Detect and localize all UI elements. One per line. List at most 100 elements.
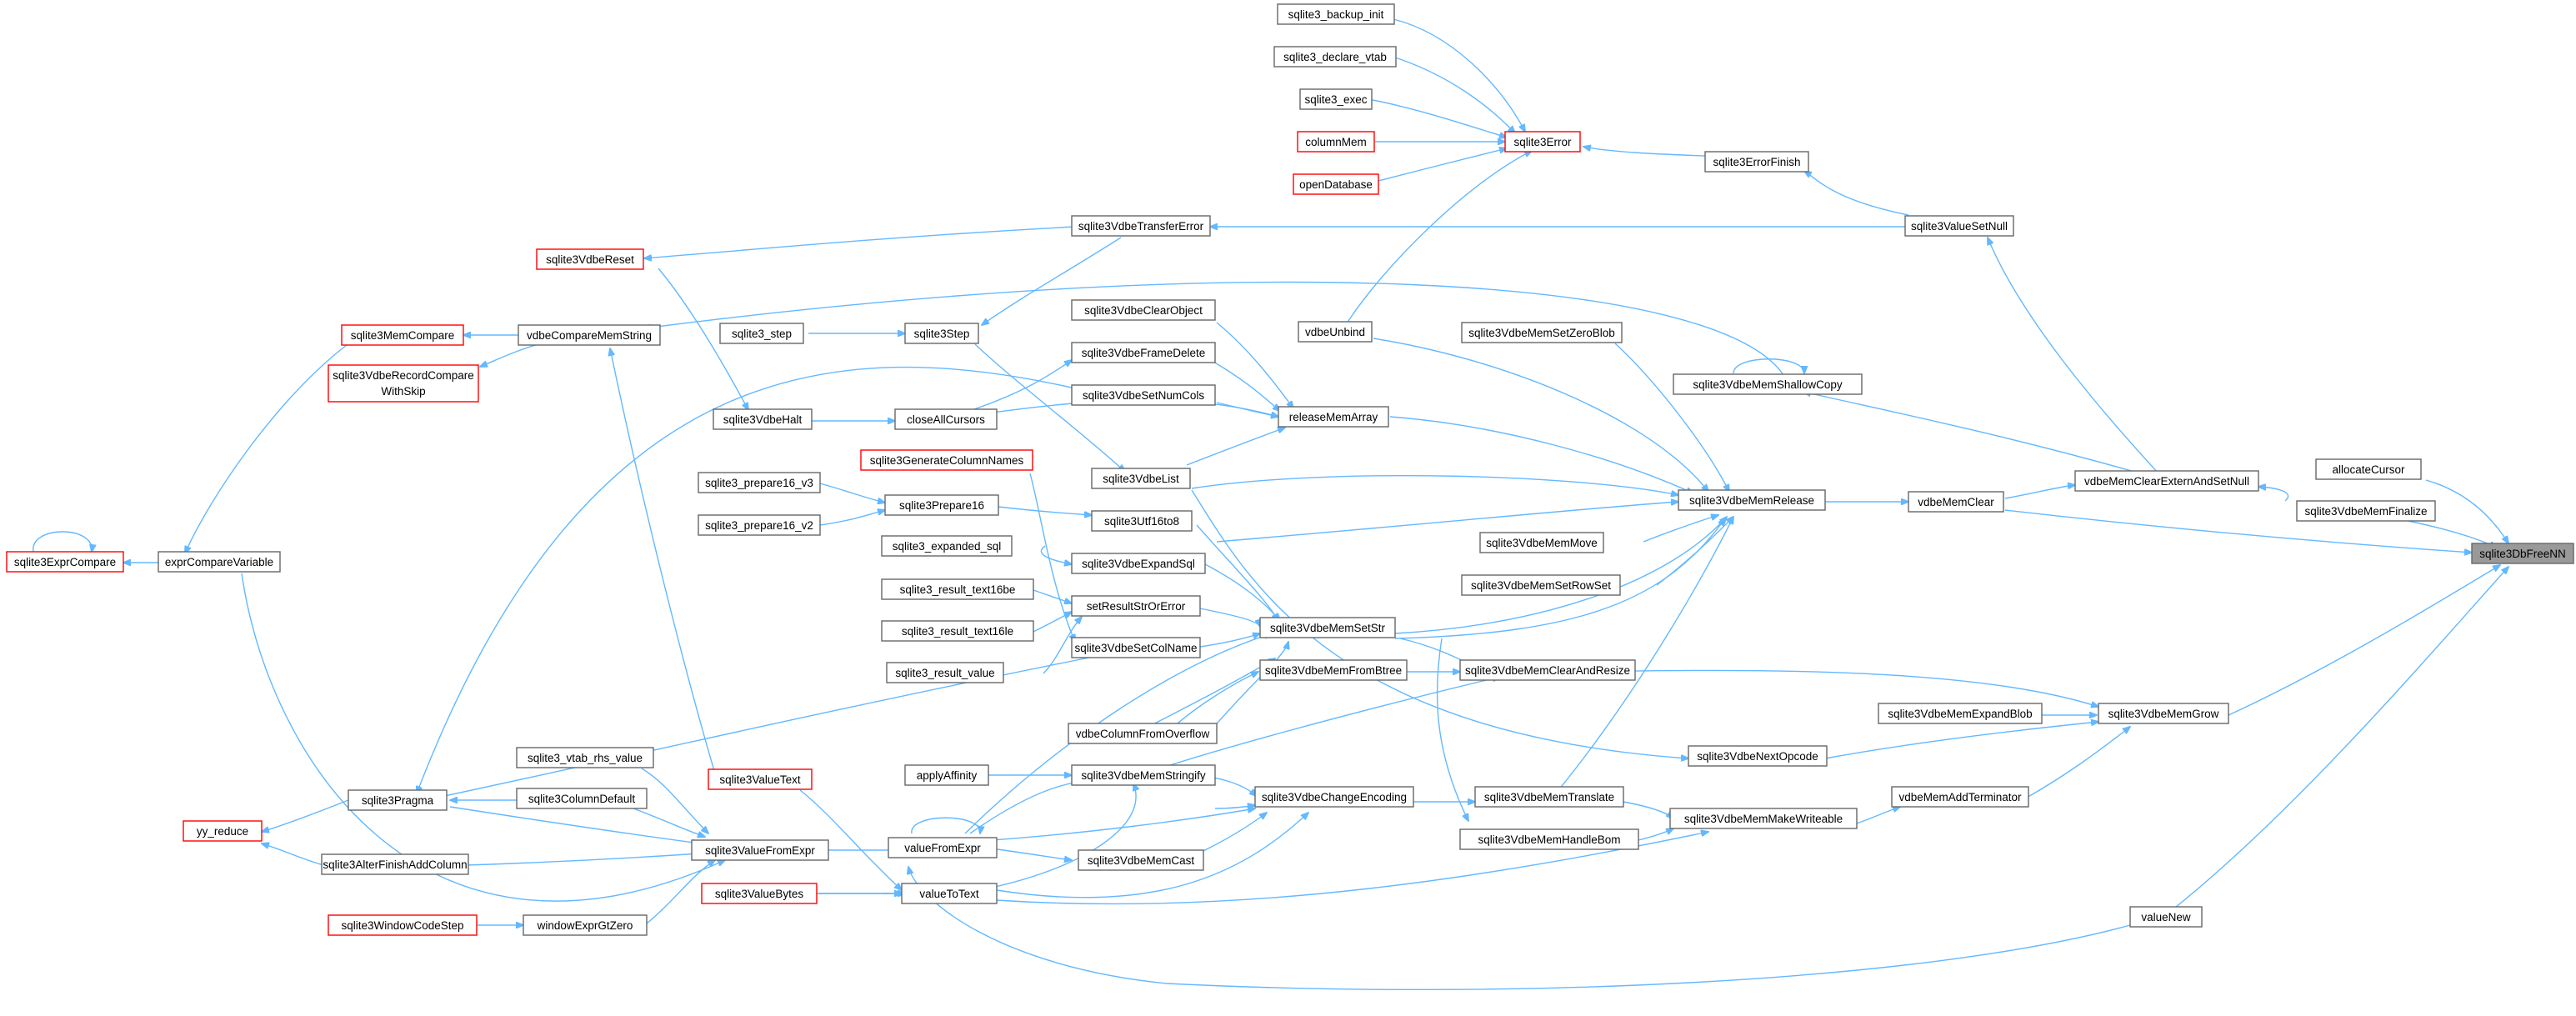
graph-node-label: vdbeColumnFromOverflow [1076,728,1210,740]
graph-node[interactable]: sqlite3ValueBytes [701,883,818,904]
graph-node[interactable]: closeAllCursors [894,408,998,430]
graph-node[interactable]: yy_reduce [183,820,263,842]
graph-node[interactable]: sqlite3VdbeMemGrow [2098,703,2229,724]
graph-node[interactable]: sqlite3_result_value [886,662,1004,683]
graph-node[interactable]: sqlite3VdbeReset [536,248,644,270]
graph-node-label: WithSkip [381,385,425,398]
graph-node[interactable]: sqlite3_backup_init [1277,3,1395,25]
graph-node[interactable]: applyAffinity [904,764,989,786]
graph-node[interactable]: sqlite3VdbeSetColName [1071,637,1201,658]
graph-node[interactable]: sqlite3AlterFinishAddColumn [321,853,469,875]
graph-node[interactable]: valueNew [2129,906,2203,928]
edge [1368,98,1507,138]
graph-node[interactable]: sqlite3VdbeMemTranslate [1474,786,1624,808]
graph-node[interactable]: sqlite3VdbeMemHandleBom [1459,828,1639,850]
graph-node[interactable]: sqlite3VdbeMemSetStr [1259,617,1396,638]
graph-node[interactable]: sqlite3ExprCompare [6,551,124,573]
edge [1033,612,1072,633]
graph-node[interactable]: vdbeMemClear [1908,491,2004,513]
graph-node[interactable]: allocateCursor [2315,458,2422,480]
edge [1213,361,1280,411]
graph-node[interactable]: sqlite3ErrorFinish [1704,151,1809,173]
graph-node[interactable]: sqlite3VdbeNextOpcode [1688,745,1828,767]
graph-node[interactable]: sqlite3ValueText [708,768,813,790]
graph-node-label: windowExprGtZero [537,919,633,932]
graph-node[interactable]: sqlite3_prepare16_v2 [698,514,821,536]
graph-node[interactable]: sqlite3VdbeMemStringify [1071,764,1216,786]
graph-node[interactable]: sqlite3_vtab_rhs_value [516,747,654,768]
graph-node[interactable]: valueToText [901,883,998,904]
graph-node[interactable]: sqlite3VdbeMemExpandBlob [1878,703,2043,724]
graph-node[interactable]: openDatabase [1293,173,1379,195]
graph-node[interactable]: sqlite3ValueSetNull [1904,215,2014,237]
graph-node[interactable]: vdbeMemAddTerminator [1891,786,2029,808]
graph-node[interactable]: sqlite3WindowCodeStep [328,914,478,936]
graph-node[interactable]: sqlite3VdbeMemFinalize [2296,500,2436,522]
graph-node[interactable]: sqlite3_exec [1299,88,1373,110]
graph-node-label: sqlite3VdbeMemShallowCopy [1693,378,1843,391]
graph-node[interactable]: sqlite3VdbeMemFromBtree [1259,659,1408,681]
graph-node[interactable]: sqlite3_result_text16le [881,620,1034,642]
call-nodes: sqlite3DbFreeNN allocateCursor sqlite3Vd… [6,3,2574,936]
graph-node[interactable]: vdbeCompareMemString [518,324,661,346]
graph-node-label: sqlite3VdbeMemSetStr [1270,622,1386,634]
graph-node[interactable]: sqlite3GenerateColumnNames [860,449,1033,471]
graph-node[interactable]: sqlite3_declare_vtab [1273,46,1397,68]
graph-node-label: sqlite3ValueText [719,773,801,786]
graph-node-label: sqlite3_result_value [895,667,994,679]
edge [1638,828,1673,841]
graph-node[interactable]: windowExprGtZero [523,914,648,936]
graph-node[interactable]: sqlite3VdbeMemMove [1479,532,1604,553]
graph-node[interactable]: releaseMemArray [1278,406,1389,428]
graph-node[interactable]: sqlite3Utf16to8 [1091,510,1193,532]
graph-node[interactable]: sqlite3VdbeExpandSql [1071,553,1206,574]
graph-node[interactable]: sqlite3_prepare16_v3 [698,472,821,493]
graph-node[interactable]: valueFromExpr [888,837,998,858]
graph-node-label: sqlite3VdbeMemRelease [1689,494,1814,507]
graph-node[interactable]: sqlite3VdbeList [1091,468,1191,489]
graph-node[interactable]: sqlite3VdbeHalt [713,408,813,430]
graph-node[interactable]: sqlite3VdbeChangeEncoding [1254,786,1414,808]
graph-node[interactable]: sqlite3VdbeMemSetRowSet [1461,574,1621,596]
graph-node-label: sqlite3ValueBytes [715,888,804,900]
graph-node[interactable]: sqlite3VdbeMemRelease [1678,489,1826,511]
graph-node[interactable]: sqlite3VdbeMemShallowCopy [1673,373,1863,395]
edge [2425,479,2508,543]
graph-node[interactable]: sqlite3MemCompare [341,324,464,346]
graph-node[interactable]: sqlite3Prepare16 [884,494,999,516]
graph-node[interactable]: sqlite3ColumnDefault [516,788,648,809]
graph-node[interactable]: vdbeColumnFromOverflow [1068,723,1218,744]
edge [633,808,705,837]
graph-node[interactable]: sqlite3DbFreeNN [2471,543,2574,564]
graph-node[interactable]: sqlite3_expanded_sql [881,535,1013,557]
graph-node-label: sqlite3VdbeMemMakeWriteable [1684,813,1843,825]
graph-node[interactable]: columnMem [1297,131,1375,153]
graph-node-label: sqlite3ValueSetNull [1911,220,2008,233]
edge [1643,515,1718,543]
graph-node[interactable]: setResultStrOrError [1071,595,1201,617]
graph-node[interactable]: sqlite3VdbeMemSetZeroBlob [1461,322,1623,343]
graph-node[interactable]: sqlite3_step [719,323,804,344]
edge [908,867,2131,991]
graph-node-label: sqlite3VdbeMemSetZeroBlob [1468,327,1615,339]
graph-node[interactable]: vdbeMemClearExternAndSetNull [2074,470,2259,492]
graph-node[interactable]: sqlite3ValueFromExpr [691,839,829,861]
graph-node-label: sqlite3VdbeMemTranslate [1484,791,1614,803]
graph-node[interactable]: sqlite3Error [1504,131,1581,153]
graph-node-label: sqlite3ExprCompare [14,556,116,568]
graph-node[interactable]: sqlite3VdbeTransferError [1071,215,1211,237]
graph-node[interactable]: sqlite3VdbeClearObject [1071,299,1216,321]
graph-node[interactable]: sqlite3Step [904,323,979,344]
graph-node[interactable]: sqlite3VdbeMemCast [1078,849,1204,871]
graph-node[interactable]: sqlite3_result_text16be [881,578,1034,600]
graph-node[interactable]: sqlite3VdbeMemMakeWriteable [1669,808,1858,829]
graph-node[interactable]: sqlite3VdbeFrameDelete [1071,342,1216,363]
edge [1373,338,1708,492]
edge [1191,489,1688,758]
graph-node[interactable]: exprCompareVariable [158,551,281,573]
graph-node[interactable]: vdbeUnbind [1298,321,1373,343]
graph-node[interactable]: sqlite3VdbeSetNumCols [1071,384,1216,406]
graph-node[interactable]: sqlite3VdbeMemClearAndResize [1459,659,1636,681]
graph-node[interactable]: sqlite3Pragma [348,789,448,811]
